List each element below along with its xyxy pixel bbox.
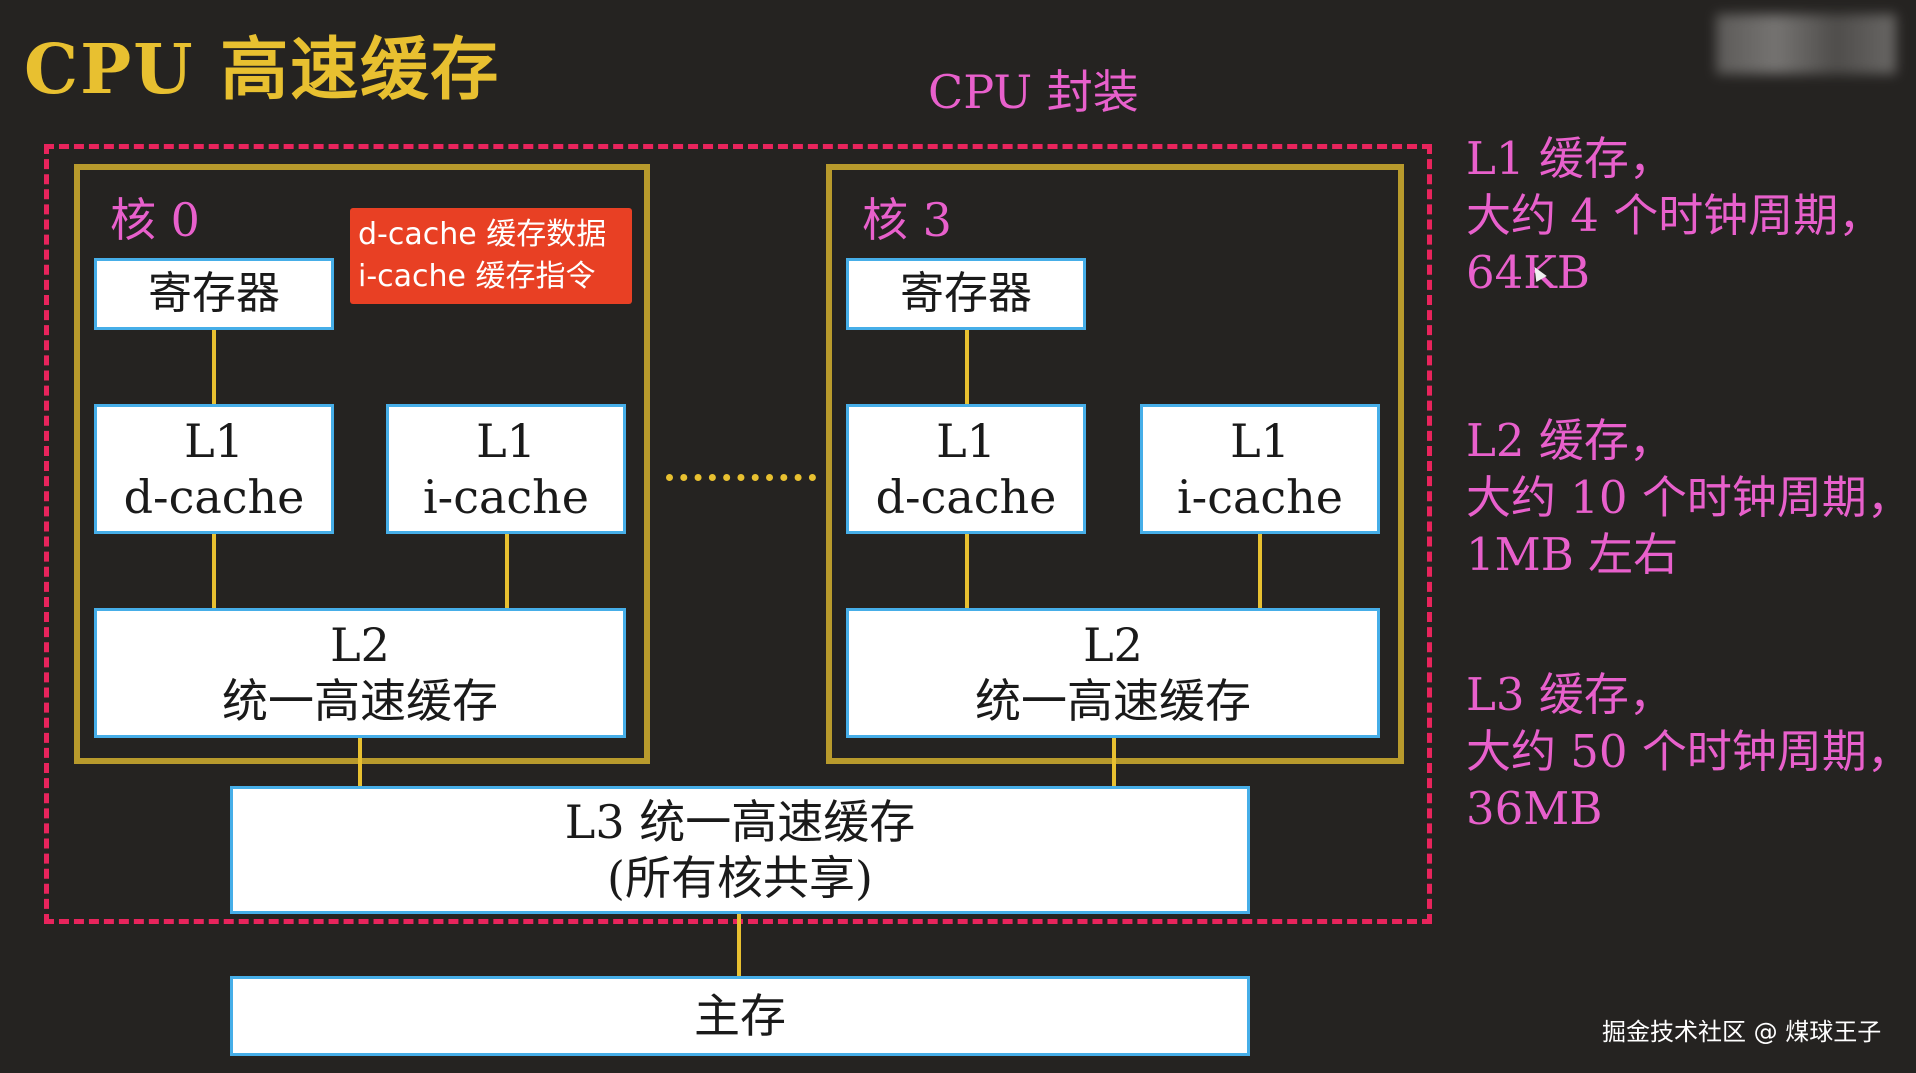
core-0-l1-icache: L1 i-cache [386, 404, 626, 534]
core-0-register: 寄存器 [94, 258, 334, 330]
core-3-register-text: 寄存器 [900, 268, 1032, 320]
blurred-watermark [1716, 14, 1896, 74]
core-0-frame [74, 164, 650, 764]
connector [1258, 534, 1262, 608]
core-3-l1-dcache-line2: d-cache [875, 470, 1057, 524]
core-0-register-text: 寄存器 [148, 268, 280, 320]
connector [737, 914, 741, 976]
connector [965, 534, 969, 608]
connector [212, 534, 216, 608]
cache-note-line2: i-cache 缓存指令 [358, 259, 596, 294]
main-memory-text: 主存 [694, 988, 786, 1043]
core-0-label: 核 0 [110, 193, 200, 247]
core-3-l1-icache-line2: i-cache [1176, 470, 1344, 524]
l1-desc-line: 大约 4 个时钟周期， [1466, 189, 1884, 242]
l2-description: L2 缓存， 大约 10 个时钟周期， 1MB 左右 [1466, 412, 1912, 583]
core-0-l1-dcache: L1 d-cache [94, 404, 334, 534]
core-3-l1-dcache: L1 d-cache [846, 404, 1086, 534]
l2-desc-line: 1MB 左右 [1466, 528, 1679, 581]
core-3-l1-icache: L1 i-cache [1140, 404, 1380, 534]
cache-note-line1: d-cache 缓存数据 [358, 217, 607, 252]
core-0-l2-cache: L2 统一高速缓存 [94, 608, 626, 738]
cpu-package-label: CPU 封装 [928, 65, 1139, 119]
connector [358, 738, 362, 786]
l3-desc-line: 36MB [1466, 782, 1603, 835]
core-0-l2-line2: 统一高速缓存 [222, 674, 498, 728]
core-3-l1-dcache-line1: L1 [936, 413, 996, 468]
core-3-l2-line1: L2 [1083, 617, 1143, 672]
connector [965, 330, 969, 404]
main-memory: 主存 [230, 976, 1250, 1056]
core-0-l1-icache-line2: i-cache [422, 470, 590, 524]
cache-note: d-cache 缓存数据 i-cache 缓存指令 [350, 208, 632, 304]
page-title: CPU 高速缓存 [24, 30, 501, 110]
l3-desc-line: 大约 50 个时钟周期， [1466, 725, 1912, 778]
l1-desc-line: 64KB [1466, 246, 1590, 299]
l1-desc-line: L1 缓存， [1466, 132, 1674, 185]
l3-description: L3 缓存， 大约 50 个时钟周期， 36MB [1466, 666, 1912, 837]
connector [505, 534, 509, 608]
core-3-l2-cache: L2 统一高速缓存 [846, 608, 1380, 738]
l2-desc-line: 大约 10 个时钟周期， [1466, 471, 1912, 524]
core-0-l1-dcache-line1: L1 [184, 413, 244, 468]
l2-desc-line: L2 缓存， [1466, 414, 1674, 467]
core-0-l1-dcache-line2: d-cache [123, 470, 305, 524]
cores-ellipsis [666, 474, 816, 481]
l3-line2: (所有核共享) [607, 851, 873, 905]
core-3-register: 寄存器 [846, 258, 1086, 330]
l3-desc-line: L3 缓存， [1466, 668, 1674, 721]
connector [212, 330, 216, 404]
core-3-l1-icache-line1: L1 [1230, 413, 1290, 468]
footer-credit: 掘金技术社区 @ 煤球王子 [1602, 1018, 1882, 1046]
l1-description: L1 缓存， 大约 4 个时钟周期， 64KB [1466, 130, 1883, 301]
core-3-l2-line2: 统一高速缓存 [975, 674, 1251, 728]
core-0-l2-line1: L2 [330, 617, 390, 672]
l3-line1: L3 统一高速缓存 [564, 794, 916, 849]
core-3-label: 核 3 [862, 193, 952, 247]
l3-cache: L3 统一高速缓存 (所有核共享) [230, 786, 1250, 914]
connector [1112, 738, 1116, 786]
core-0-l1-icache-line1: L1 [476, 413, 536, 468]
